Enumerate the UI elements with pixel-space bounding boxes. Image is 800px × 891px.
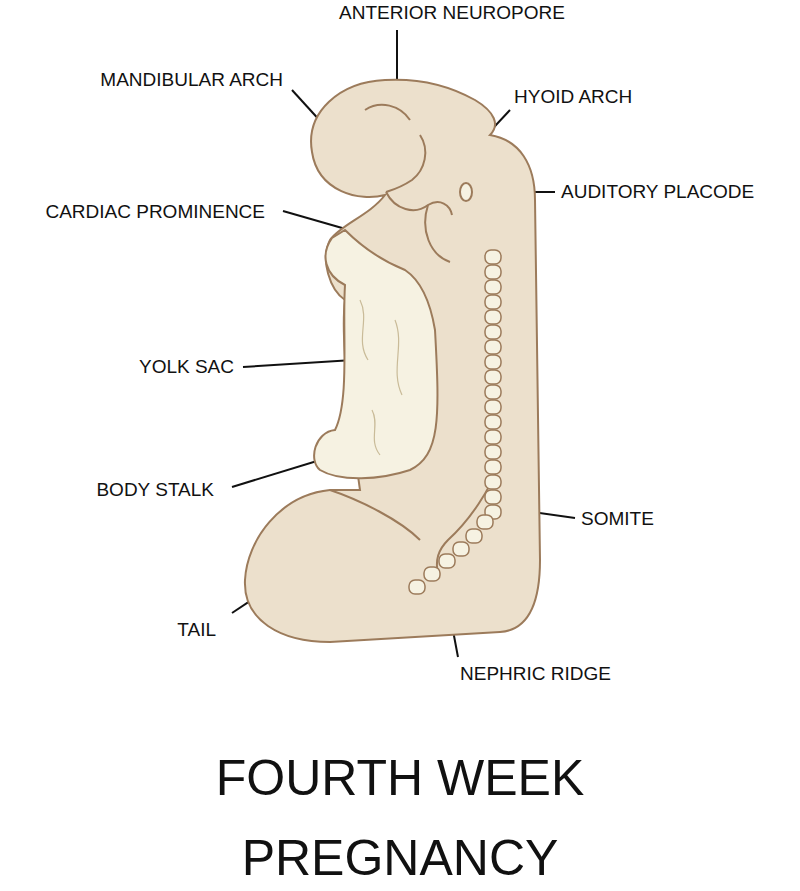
somite-block bbox=[485, 310, 501, 324]
yolk-sac bbox=[314, 230, 437, 478]
somite-block bbox=[485, 265, 501, 279]
somite-block bbox=[439, 554, 455, 568]
somite-block bbox=[453, 542, 469, 556]
somite-block bbox=[485, 370, 501, 384]
embryo-body bbox=[245, 80, 540, 642]
somite-block bbox=[485, 400, 501, 414]
somite-block bbox=[424, 567, 440, 581]
part-label: TAIL bbox=[177, 619, 216, 641]
somite-block bbox=[485, 490, 501, 504]
part-label: YOLK SAC bbox=[139, 356, 234, 378]
somite-block bbox=[485, 415, 501, 429]
somite-block bbox=[466, 529, 482, 543]
somite-block bbox=[485, 445, 501, 459]
auditory-placode bbox=[460, 183, 472, 201]
yolk-sac-texture bbox=[360, 300, 402, 455]
part-label: SOMITE bbox=[581, 508, 654, 530]
part-label: ANTERIOR NEUROPORE bbox=[339, 2, 565, 24]
somite-block bbox=[485, 340, 501, 354]
somite-block bbox=[485, 295, 501, 309]
part-label: CARDIAC PROMINENCE bbox=[45, 201, 265, 223]
somite-block bbox=[477, 515, 493, 529]
part-label: NEPHRIC RIDGE bbox=[460, 663, 611, 685]
somite-block bbox=[485, 385, 501, 399]
somite-block bbox=[485, 280, 501, 294]
somite-block bbox=[485, 325, 501, 339]
somite-block bbox=[485, 355, 501, 369]
somite-block bbox=[409, 580, 425, 594]
part-label: BODY STALK bbox=[96, 479, 214, 501]
somites bbox=[409, 250, 501, 594]
caption: FOURTH WEEK PREGNANCY bbox=[130, 738, 670, 891]
leader-lines bbox=[232, 30, 575, 657]
somite-block bbox=[485, 460, 501, 474]
part-label: HYOID ARCH bbox=[514, 86, 632, 108]
part-label: MANDIBULAR ARCH bbox=[100, 69, 283, 91]
somite-block bbox=[485, 475, 501, 489]
somite-block bbox=[485, 430, 501, 444]
part-label: AUDITORY PLACODE bbox=[561, 181, 754, 203]
somite-block bbox=[485, 250, 501, 264]
